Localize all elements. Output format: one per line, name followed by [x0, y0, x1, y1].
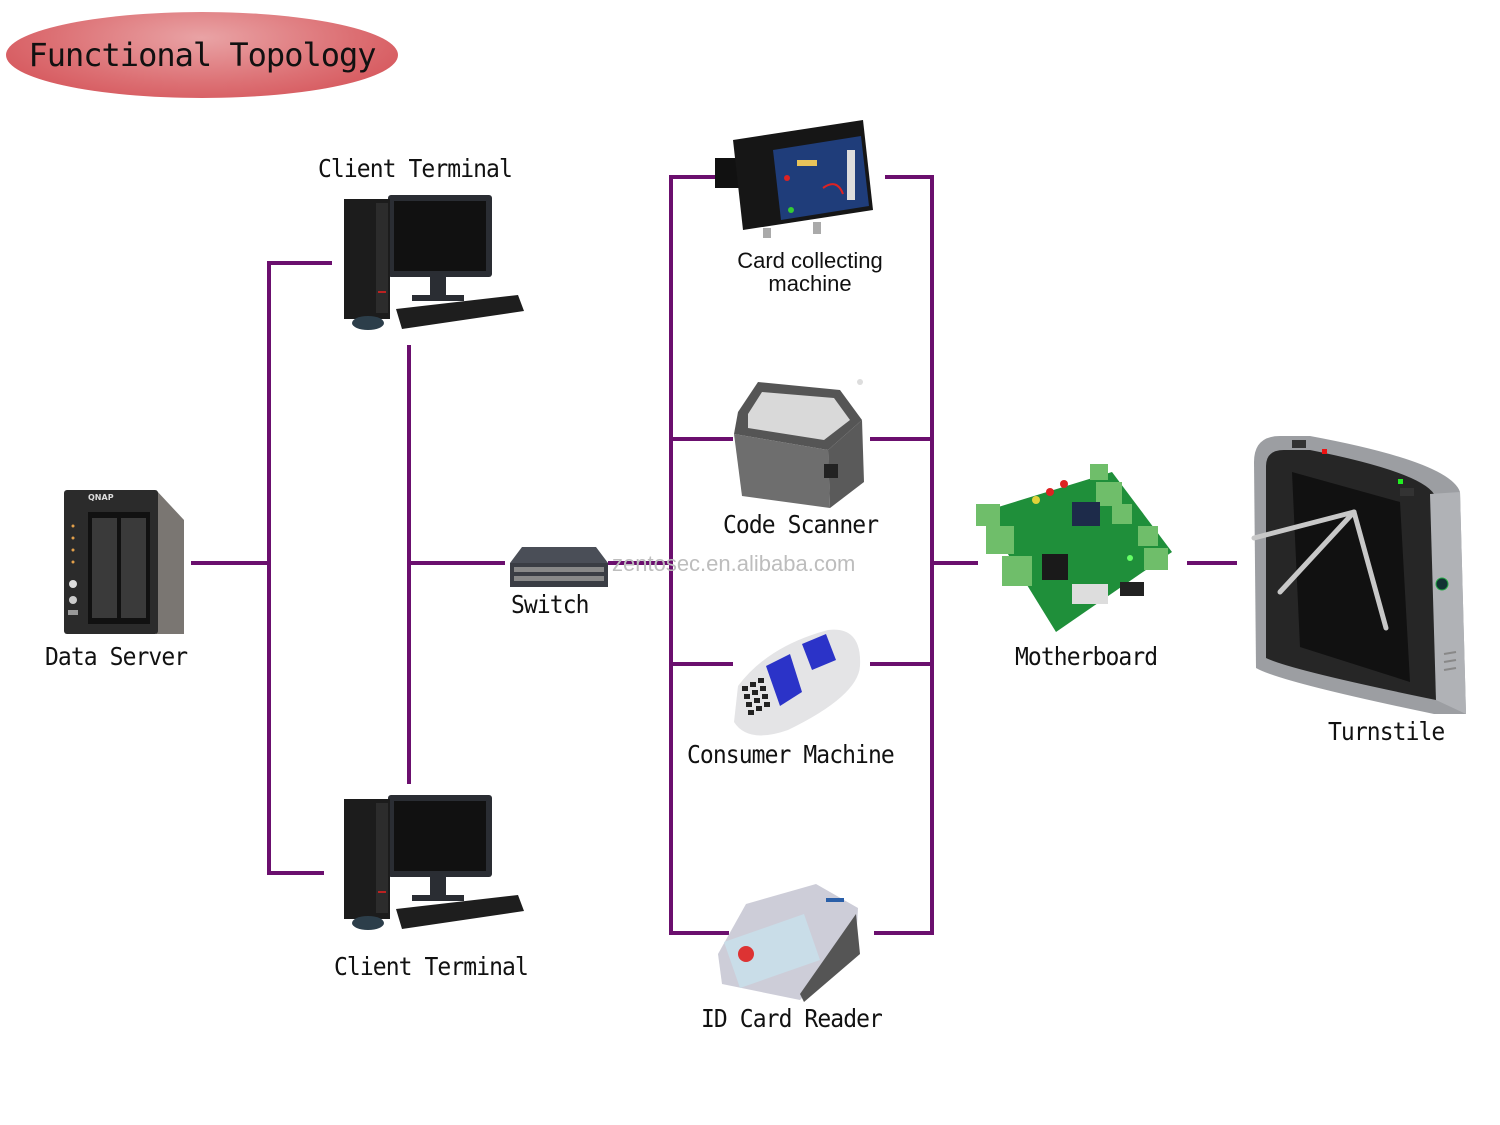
client-terminal-top-label: Client Terminal [318, 154, 513, 183]
client-terminal-top-node[interactable] [338, 183, 528, 343]
link-left-bracket [267, 261, 332, 875]
switch-label: Switch [511, 590, 589, 619]
card-collector-icon [715, 120, 873, 238]
id-card-reader-icon [718, 884, 860, 1002]
card-collecting-machine-node[interactable] [713, 110, 883, 245]
turnstile-label: Turnstile [1328, 717, 1445, 746]
card-collecting-machine-label: Card collecting machine [712, 249, 908, 295]
consumer-machine-label: Consumer Machine [687, 740, 895, 769]
turnstile-node[interactable] [1250, 432, 1472, 718]
tripod-turnstile-icon [1251, 436, 1466, 714]
id-card-reader-node[interactable] [716, 884, 862, 1002]
desktop-computer-icon [344, 795, 524, 930]
circuit-board-icon [976, 464, 1172, 632]
motherboard-label: Motherboard [1015, 642, 1158, 671]
desktop-computer-icon [344, 195, 524, 330]
client-terminal-bottom-node[interactable] [338, 793, 528, 953]
watermark-text: zentosec.en.alibaba.com [612, 551, 856, 576]
client-terminal-bottom-label: Client Terminal [334, 952, 529, 981]
svg-text:QNAP: QNAP [88, 493, 114, 502]
data-server-label: Data Server [45, 642, 188, 671]
code-scanner-node[interactable] [728, 378, 868, 514]
pos-terminal-icon [734, 629, 861, 736]
card-collecting-machine-label-line1: Card collecting [737, 248, 883, 273]
diagram-title-badge: Functional Topology [6, 12, 398, 98]
network-switch-icon [510, 547, 608, 587]
switch-node[interactable] [508, 543, 612, 591]
motherboard-node[interactable] [972, 462, 1186, 640]
link-devices-left-bracket [669, 175, 729, 935]
id-card-reader-label: ID Card Reader [701, 1004, 883, 1033]
code-scanner-label: Code Scanner [723, 510, 879, 539]
barcode-scanner-icon [734, 379, 864, 508]
diagram-title: Functional Topology [28, 36, 376, 74]
nas-server-icon: QNAP [64, 490, 184, 634]
card-collecting-machine-label-line2: machine [768, 271, 852, 296]
data-server-node[interactable]: QNAP [60, 486, 190, 638]
link-devices-right-bracket [874, 175, 934, 935]
consumer-machine-node[interactable] [728, 626, 864, 738]
